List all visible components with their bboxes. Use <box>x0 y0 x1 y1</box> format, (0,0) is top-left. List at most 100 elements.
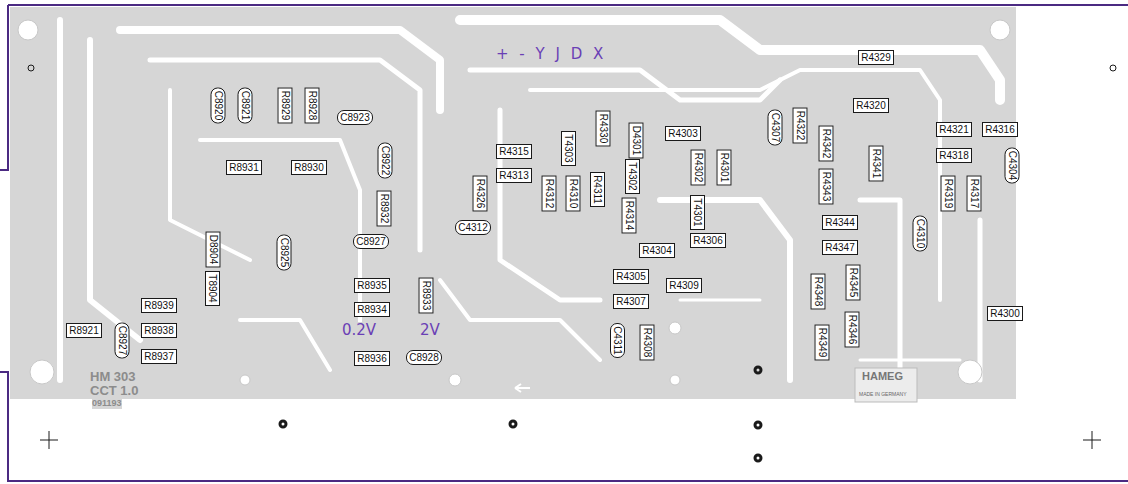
component-outline: R4309 <box>666 278 702 293</box>
part-designator: C8923 <box>340 112 369 123</box>
part-designator: R8929 <box>280 90 291 119</box>
component-outline: R8921 <box>66 323 102 338</box>
part-designator: R8939 <box>144 300 173 311</box>
component-outline: R4349 <box>815 324 830 360</box>
component-outline: R4322 <box>793 107 808 143</box>
capacitor-outline: C8922 <box>378 142 393 178</box>
part-designator: R8938 <box>144 325 173 336</box>
silkscreen-label: + - Y J D X <box>496 46 606 63</box>
board-outline <box>0 5 1128 481</box>
part-designator: R4302 <box>693 152 704 181</box>
component-outline: R8930 <box>291 160 327 175</box>
component-outline: R4303 <box>665 126 701 141</box>
component-outline: R4314 <box>622 197 637 233</box>
component-outline: R4301 <box>717 149 732 185</box>
part-designator: R4303 <box>668 128 697 139</box>
part-designator: R4310 <box>568 178 579 207</box>
part-designator: R4346 <box>847 314 858 343</box>
component-outline: R4329 <box>858 50 894 65</box>
part-designator: R4343 <box>821 171 832 200</box>
part-designator: D4301 <box>631 125 642 154</box>
component-outline: R4326 <box>473 175 488 211</box>
component-outline: R8931 <box>226 160 262 175</box>
capacitor-outline: C8927 <box>115 322 130 358</box>
part-designator: R4307 <box>616 296 645 307</box>
part-designator: R4330 <box>598 113 609 142</box>
component-outline: R4304 <box>639 243 675 258</box>
component-outline: R4343 <box>819 168 834 204</box>
part-designator: C4311 <box>612 326 623 355</box>
part-designator: R4320 <box>856 100 885 111</box>
component-outline: D8904 <box>206 231 221 267</box>
component-outline: R4306 <box>690 233 726 248</box>
part-designator: R4311 <box>592 175 603 204</box>
part-designator: R4317 <box>969 178 980 207</box>
part-designator: C8927 <box>117 325 128 354</box>
part-designator: C4310 <box>915 218 926 247</box>
part-designator: C8925 <box>279 237 290 266</box>
component-outline: T4301 <box>690 195 705 230</box>
component-outline: D4301 <box>629 122 644 158</box>
part-designator: R4316 <box>985 124 1014 135</box>
part-designator: R4318 <box>939 150 968 161</box>
capacitor-outline: C8923 <box>337 110 373 125</box>
component-outline: T8904 <box>205 271 220 306</box>
part-designator: C4307 <box>770 112 781 141</box>
component-outline: R4300 <box>987 306 1023 321</box>
part-designator: R4306 <box>693 235 722 246</box>
component-outline: R4310 <box>566 175 581 211</box>
part-designator: T8904 <box>207 274 218 302</box>
mounting-holes <box>18 20 1010 386</box>
component-outline: R4320 <box>853 98 889 113</box>
part-designator: R4329 <box>861 52 890 63</box>
component-outline: R8934 <box>354 302 390 317</box>
part-designator: R8928 <box>307 90 318 119</box>
part-designator: R8933 <box>421 280 432 309</box>
part-designator: R4321 <box>939 124 968 135</box>
component-outline: R4307 <box>613 294 649 309</box>
component-outline: R8933 <box>419 277 434 313</box>
part-designator: R8936 <box>357 353 386 364</box>
capacitor-outline: C4312 <box>455 220 491 235</box>
component-outline: R4302 <box>691 149 706 185</box>
part-designator: R4304 <box>642 245 671 256</box>
part-designator: R4305 <box>616 271 645 282</box>
capacitor-outline: C8928 <box>406 350 442 365</box>
part-designator: D8904 <box>208 234 219 263</box>
component-outline: R8929 <box>278 87 293 123</box>
component-outline: R4316 <box>982 122 1018 137</box>
component-outline: R4319 <box>941 175 956 211</box>
component-outline: R8932 <box>377 190 392 226</box>
part-designator: R4315 <box>499 146 528 157</box>
part-designator: R4349 <box>817 327 828 356</box>
part-designator: R4314 <box>624 200 635 229</box>
part-designator: R4300 <box>990 308 1019 319</box>
capacitor-outline: C4311 <box>610 323 625 358</box>
component-outline: R4312 <box>542 175 557 211</box>
direction-arrow <box>515 384 530 392</box>
component-outline: R4347 <box>822 240 858 255</box>
part-designator: C8927 <box>356 236 385 247</box>
capacitor-outline: C4307 <box>768 109 783 145</box>
part-designator: R8932 <box>379 193 390 222</box>
fiducials <box>28 65 1116 449</box>
board-marking: 091193 <box>92 399 122 409</box>
component-outline: R4308 <box>640 324 655 360</box>
part-designator: R4322 <box>795 110 806 139</box>
part-designator: R8934 <box>357 304 386 315</box>
part-designator: C8921 <box>240 90 251 119</box>
part-designator: R4347 <box>825 242 854 253</box>
component-outline: R8939 <box>141 298 177 313</box>
capacitor-outline: C8921 <box>238 87 253 123</box>
part-designator: R8930 <box>294 162 323 173</box>
part-designator: R4341 <box>871 148 882 177</box>
part-designator: C8920 <box>213 90 224 119</box>
component-outline: R8935 <box>354 278 390 293</box>
component-outline: R4344 <box>822 215 858 230</box>
part-designator: C8928 <box>409 352 438 363</box>
component-outline: R4346 <box>845 311 860 347</box>
part-designator: R8937 <box>144 351 173 362</box>
part-designator: R4319 <box>943 178 954 207</box>
part-designator: R4348 <box>813 276 824 305</box>
